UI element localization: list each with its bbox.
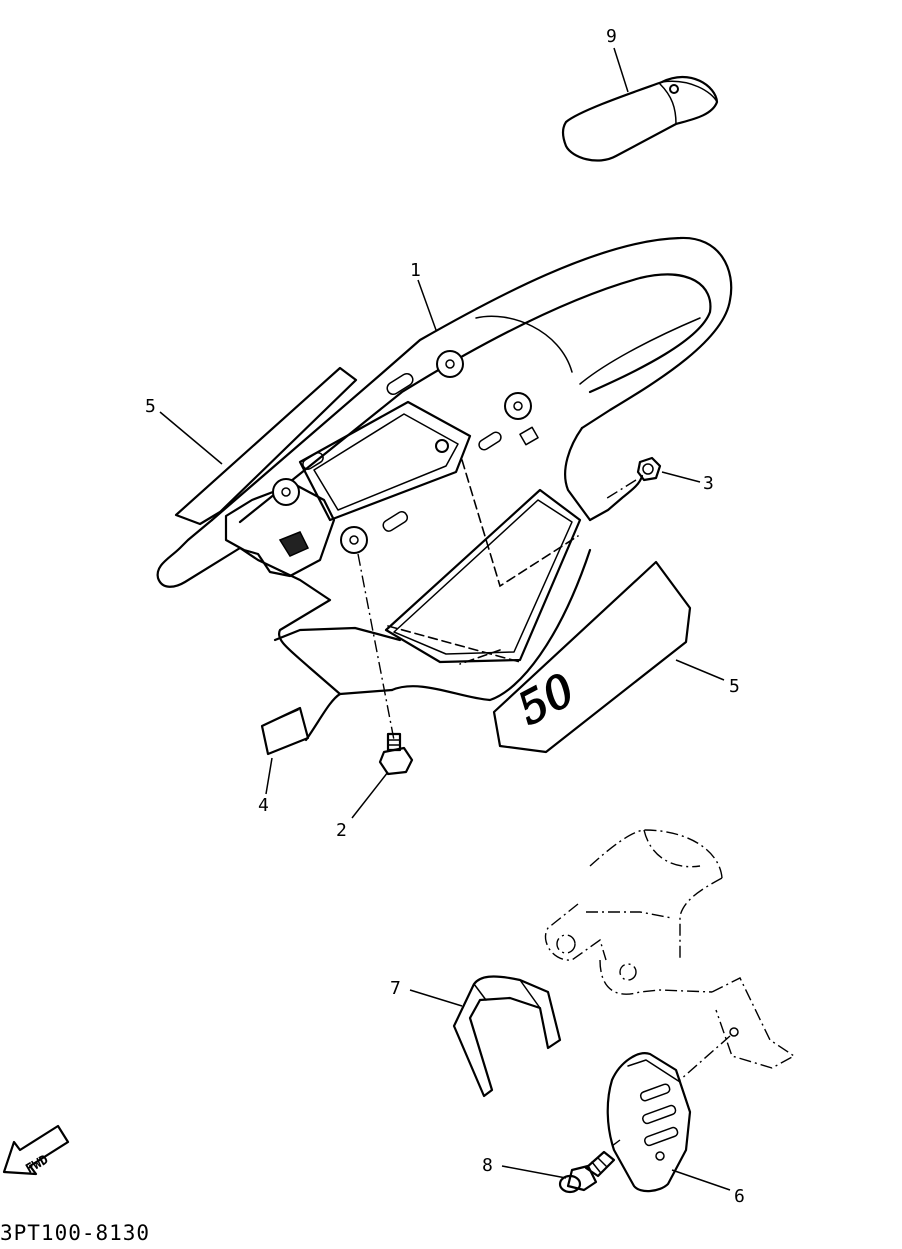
callout-2: 2 — [336, 820, 347, 841]
leader-3 — [661, 471, 701, 483]
part-1-rear-fender — [156, 236, 733, 742]
leader-4 — [265, 757, 273, 795]
callout-7: 7 — [390, 978, 401, 999]
part-5-lower-decal: 50 — [492, 560, 692, 754]
callout-5-lower: 5 — [729, 676, 740, 697]
decal-text: 50 — [510, 664, 583, 735]
leader-5b — [675, 659, 725, 681]
leader-7 — [409, 989, 463, 1007]
frame-reference — [544, 829, 796, 1069]
part-8-screw — [558, 1139, 621, 1194]
axis-3 — [603, 479, 637, 501]
callout-4: 4 — [258, 795, 269, 816]
part-code: 3PT100-8130 — [0, 1221, 150, 1245]
part-3-nut — [636, 456, 662, 482]
leader-8 — [501, 1165, 567, 1179]
callout-8: 8 — [482, 1155, 493, 1176]
leader-9 — [613, 47, 629, 93]
part-7-bracket-cover — [452, 975, 562, 1098]
callout-9: 9 — [606, 26, 617, 47]
callout-6: 6 — [734, 1186, 745, 1207]
leader-6 — [671, 1169, 731, 1191]
leader-2 — [351, 771, 389, 819]
callout-5-upper: 5 — [145, 396, 156, 417]
callout-1: 1 — [410, 260, 421, 281]
part-6-guard-plate — [606, 1052, 692, 1193]
callout-3: 3 — [703, 473, 714, 494]
leader-1 — [417, 279, 437, 331]
axis-6 — [679, 1035, 731, 1081]
part-9-cap — [561, 75, 719, 162]
fwd-arrow-icon: FWD — [2, 1124, 70, 1177]
part-2-bolt — [357, 553, 414, 776]
leader-5a — [159, 411, 223, 465]
part-4-pad — [260, 706, 310, 756]
